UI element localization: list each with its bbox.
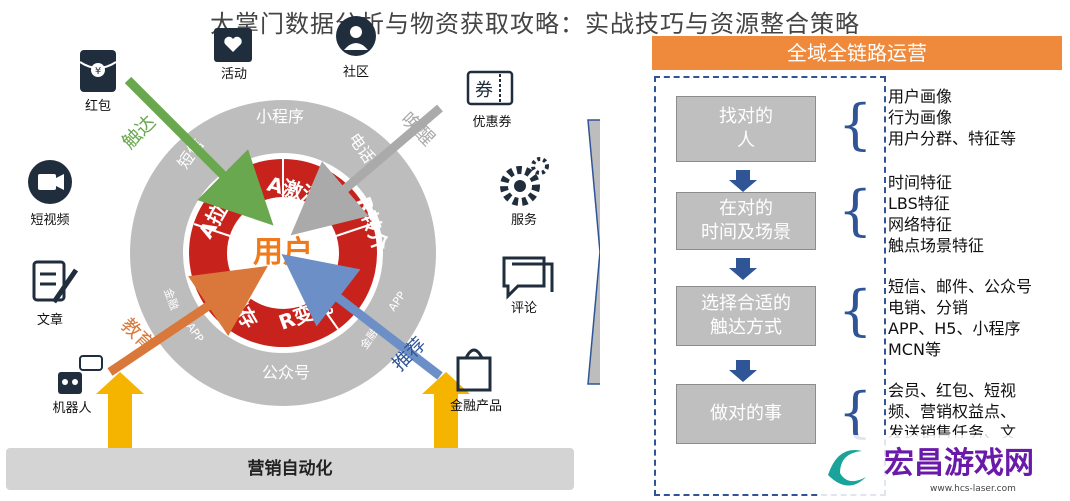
features-time: 时间特征 LBS特征 网络特征 触点场景特征	[888, 172, 984, 256]
features-reach: 短信、邮件、公众号 电销、分销 APP、H5、小程序 MCN等	[888, 276, 1032, 360]
brace-4: {	[838, 381, 873, 444]
coupon-glyph: 券	[475, 80, 493, 101]
feature-item: 网络特征	[888, 215, 953, 234]
svg-text:¥: ¥	[95, 66, 101, 77]
coupon-icon[interactable]	[466, 70, 514, 106]
reach-label: 触达	[118, 111, 160, 153]
article-edit-icon[interactable]	[32, 260, 79, 304]
feature-item: 电销、分销	[888, 298, 969, 317]
step-2-line-2: 时间及场景	[701, 222, 791, 243]
watermark-name: 宏昌游戏网	[884, 446, 1034, 481]
step-do-right-thing[interactable]: 做对的事	[676, 384, 816, 444]
marketing-automation-bar: 营销自动化	[6, 448, 574, 490]
video-icon[interactable]	[28, 160, 72, 204]
shopping-bag-icon[interactable]	[456, 348, 492, 392]
omnichannel-banner: 全域全链路运营	[652, 36, 1062, 70]
step-arrow-3	[729, 360, 757, 382]
site-watermark[interactable]: 宏昌游戏网 www.hcs-laser.com	[820, 435, 1068, 497]
watermark-svg: 宏昌游戏网 www.hcs-laser.com	[820, 435, 1068, 497]
step-find-people[interactable]: 找对的人	[676, 96, 816, 162]
step-3-line-2: 触达方式	[710, 317, 782, 338]
feature-item: 触点场景特征	[888, 236, 985, 255]
feature-item: 行为画像	[888, 108, 953, 127]
icon-label-huodong: 活动	[221, 67, 247, 82]
step-2-line-1: 在对的	[719, 198, 773, 219]
center-user-label: 用户	[253, 235, 313, 270]
feature-item: 用户分群、特征等	[888, 129, 1017, 148]
community-icon[interactable]	[336, 16, 376, 56]
transition-chevron	[587, 119, 600, 385]
step-1-line-1: 找对的	[719, 106, 773, 127]
features-people: 用户画像 行为画像 用户分群、特征等	[888, 86, 1016, 149]
step-3-line-1: 选择合适的	[701, 293, 791, 314]
watermark-url: www.hcs-laser.com	[930, 484, 1016, 494]
reach-arrow	[124, 76, 274, 226]
step-right-time[interactable]: 在对的时间及场景	[676, 192, 816, 250]
gear-icon[interactable]	[500, 157, 549, 206]
brace-3: {	[838, 279, 873, 342]
brace-1: {	[838, 93, 873, 156]
icon-label-jiqiren: 机器人	[52, 401, 91, 416]
recommend-arrow	[281, 254, 443, 380]
wake-arrow	[290, 104, 443, 236]
ring-label-miniapp: 小程序	[256, 107, 304, 126]
feature-item: 短信、邮件、公众号	[888, 277, 1033, 296]
features-action: 会员、红包、短视 频、营销权益点、 发送销售任务、文	[888, 380, 1016, 438]
icon-label-wenzhang: 文章	[37, 312, 63, 328]
page-title: 大掌门数据分析与物资获取攻略：实战技巧与资源整合策略	[210, 10, 860, 38]
comment-icon[interactable]	[502, 256, 554, 300]
step-1-line-2: 人	[737, 130, 755, 151]
feature-item: 时间特征	[888, 173, 953, 192]
feature-item: 发送销售任务、文	[888, 423, 1017, 438]
steps-dashed-frame	[654, 76, 886, 496]
icon-label-duanshipin: 短视频	[30, 213, 69, 228]
icon-label-jinrongchanpin: 金融产品	[450, 398, 502, 414]
red-envelope-icon[interactable]: ¥	[79, 50, 117, 92]
left-up-arrow	[96, 372, 144, 448]
step-arrow-1	[729, 170, 757, 192]
icon-label-youhuiquan: 优惠券	[472, 114, 511, 130]
educate-arrow	[107, 265, 268, 376]
calendar-heart-icon[interactable]	[214, 28, 252, 62]
feature-item: 频、营销权益点、	[888, 402, 1017, 421]
feature-item: 会员、红包、短视	[888, 381, 1017, 400]
feature-item: APP、H5、小程序	[888, 319, 1021, 338]
brace-2: {	[838, 179, 873, 242]
robot-icon[interactable]	[58, 355, 103, 394]
watermark-logo-icon	[828, 450, 866, 486]
step-reach-method[interactable]: 选择合适的触达方式	[676, 286, 816, 346]
step-4-line-1: 做对的事	[710, 403, 782, 424]
icon-label-fuwu: 服务	[511, 212, 537, 228]
ring-label-wechat: 公众号	[262, 363, 310, 382]
icon-label-shequ: 社区	[343, 64, 369, 80]
icon-label-hongbao: 红包	[85, 98, 111, 114]
icon-label-pinglun: 评论	[511, 301, 537, 316]
step-arrow-2	[729, 258, 757, 280]
feature-item: MCN等	[888, 340, 941, 359]
marketing-diagram: 小程序 短信 电话 公众号 APP APP 金融 金融 A激活 A拉新 R留存 …	[28, 16, 600, 448]
feature-item: LBS特征	[888, 194, 950, 213]
feature-item: 用户画像	[888, 87, 953, 106]
